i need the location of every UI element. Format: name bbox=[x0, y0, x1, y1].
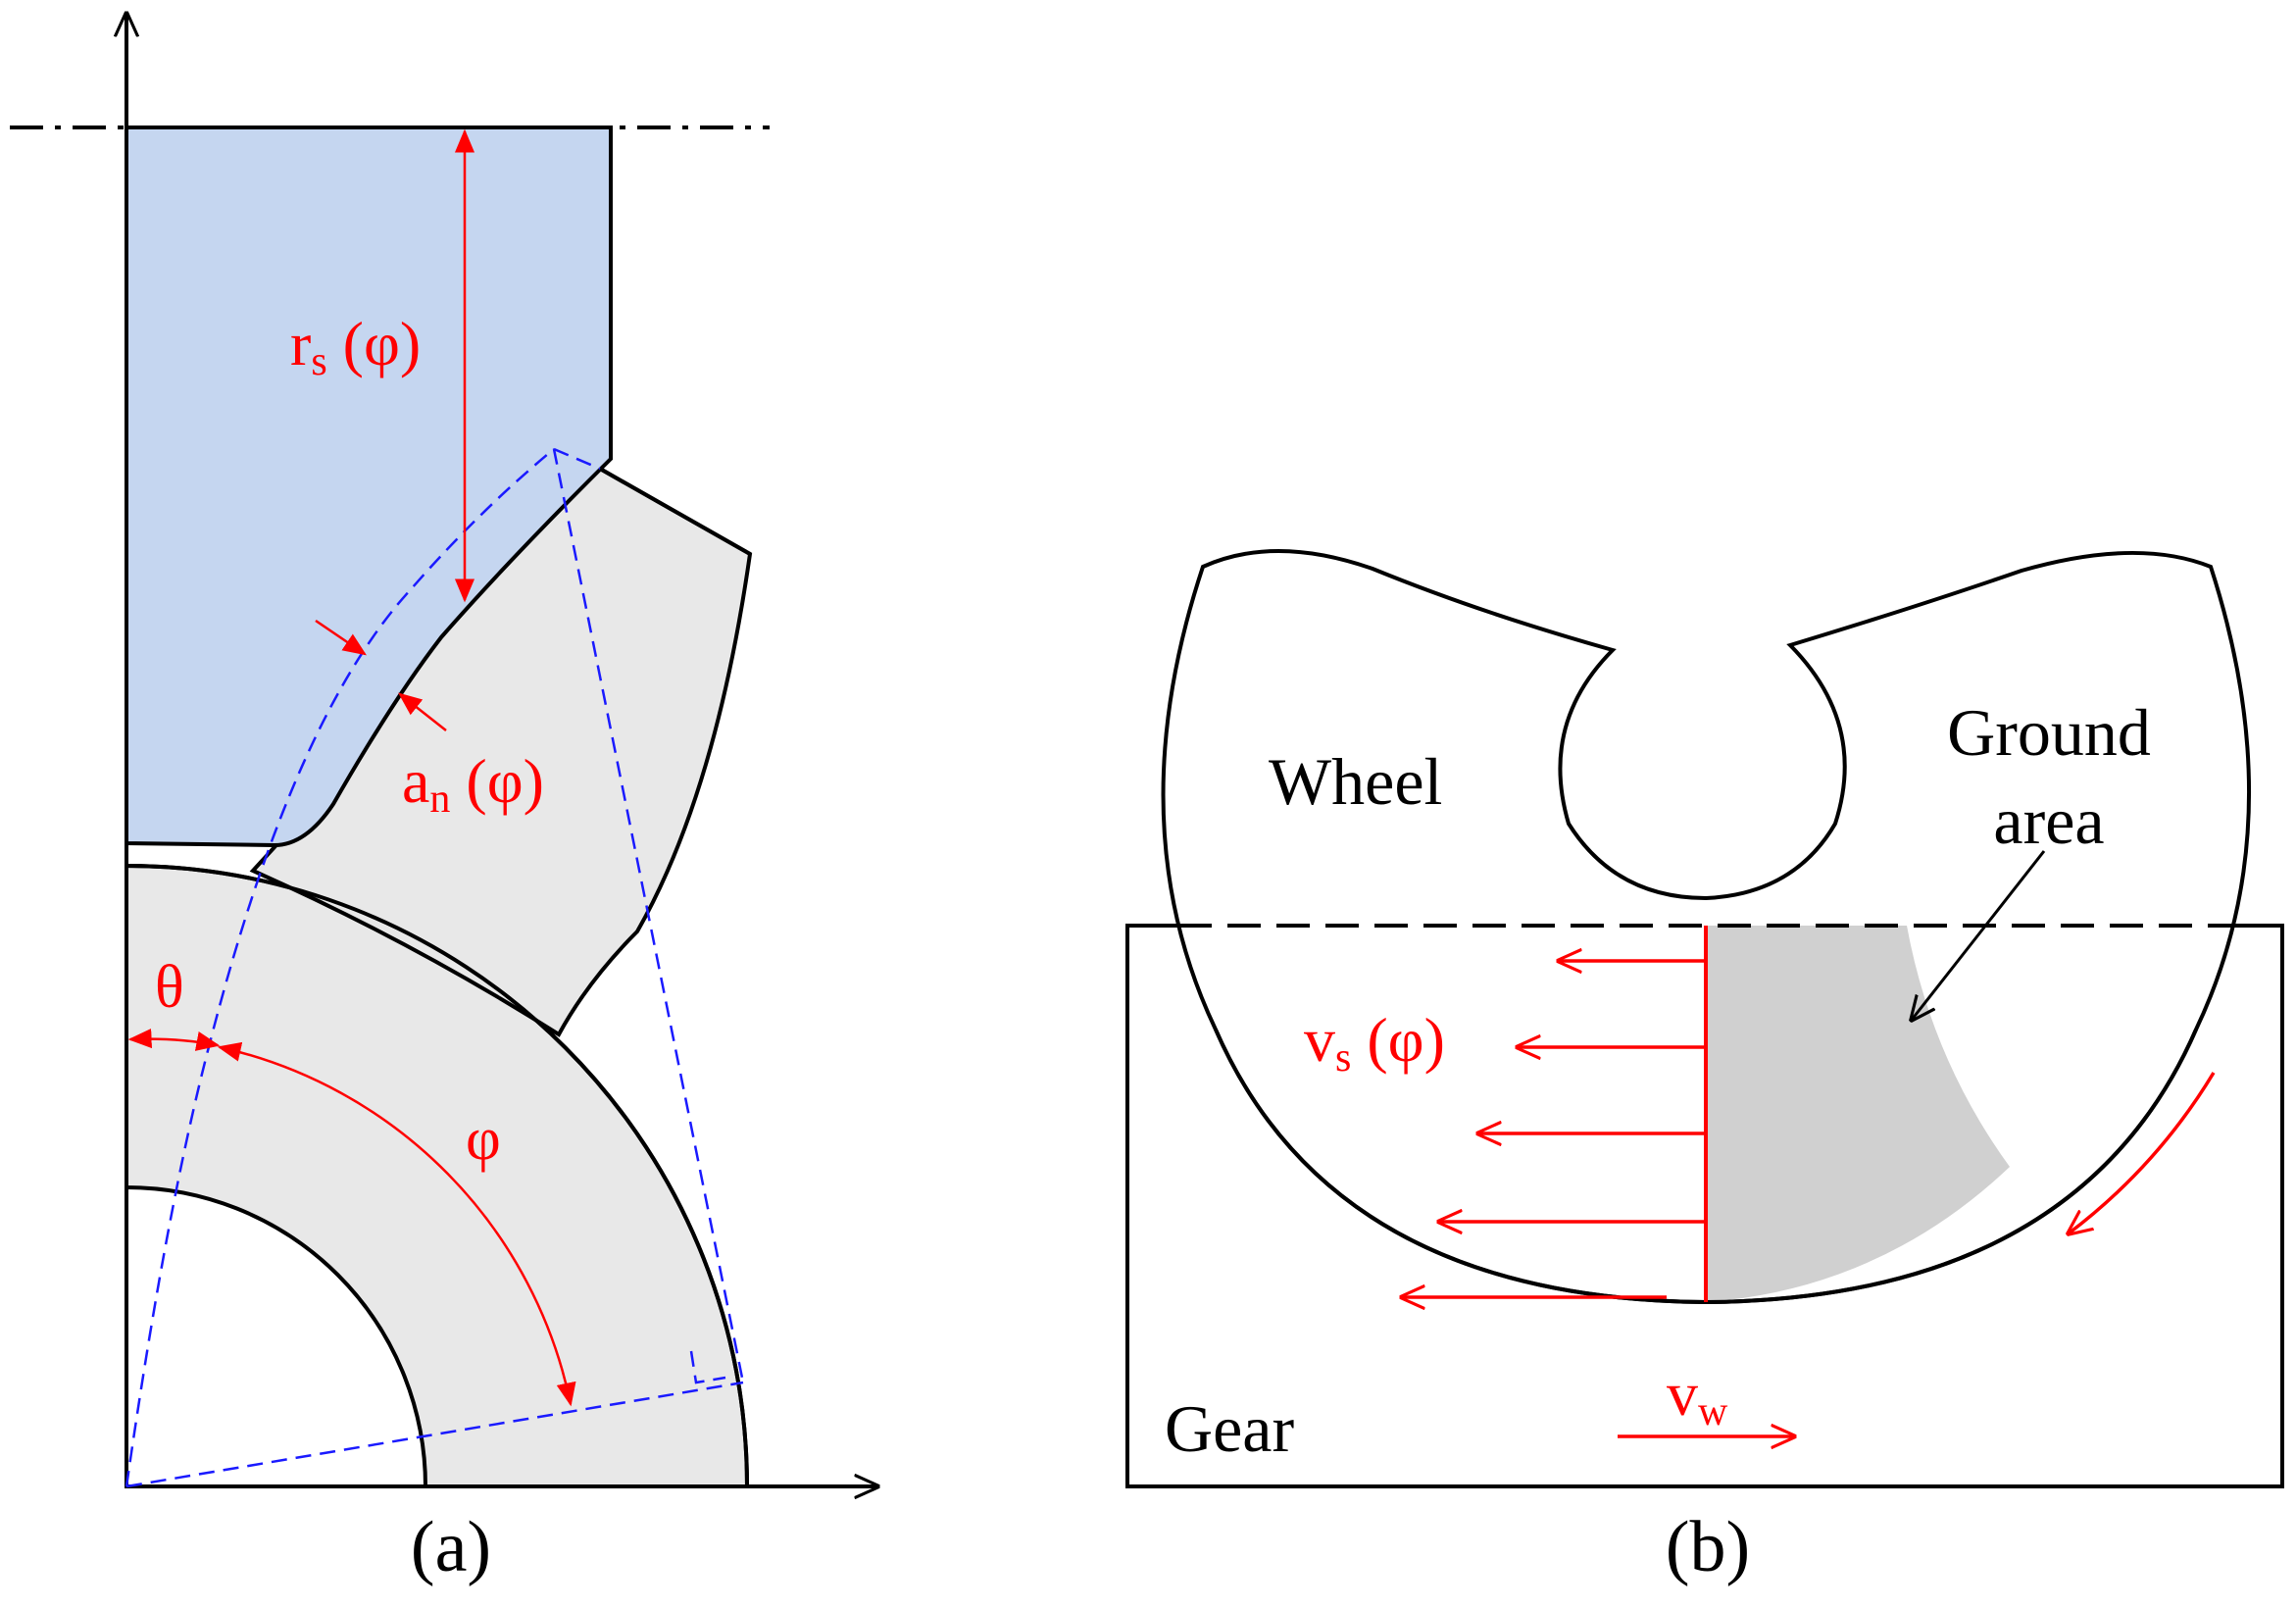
label-rs: rs (φ) bbox=[290, 309, 421, 384]
panel-b: Wheel Ground area vs (φ) Gear vw (b) bbox=[1125, 549, 2284, 1587]
caption-a: (a) bbox=[411, 1507, 491, 1587]
construction-lines bbox=[125, 447, 745, 1488]
label-theta: θ bbox=[155, 954, 184, 1021]
velocity-arrows bbox=[1402, 961, 1706, 1297]
ground-pointer bbox=[1912, 850, 2046, 1020]
caption-b: (b) bbox=[1666, 1507, 1750, 1587]
panel-a: rs (φ) an (φ) θ φ (a) bbox=[10, 14, 877, 1587]
shoe-body bbox=[125, 126, 613, 848]
phi-arc bbox=[217, 1041, 576, 1407]
label-gear: Gear bbox=[1165, 1391, 1294, 1466]
label-phi: φ bbox=[466, 1106, 501, 1173]
ground-area bbox=[1706, 926, 2010, 1302]
label-vs: vs (φ) bbox=[1304, 1005, 1445, 1081]
label-ground-line2: area bbox=[1993, 783, 2104, 858]
label-vw: vw bbox=[1667, 1359, 1728, 1434]
tooth-top-edge bbox=[599, 467, 751, 556]
an-arrow-inner bbox=[398, 692, 447, 731]
rotation-arrow bbox=[2069, 1072, 2216, 1233]
label-wheel: Wheel bbox=[1269, 744, 1442, 819]
theta-arc bbox=[127, 1029, 221, 1051]
an-arrow-outer bbox=[315, 619, 367, 656]
label-ground-line1: Ground bbox=[1947, 695, 2151, 770]
label-an: an (φ) bbox=[402, 746, 544, 822]
